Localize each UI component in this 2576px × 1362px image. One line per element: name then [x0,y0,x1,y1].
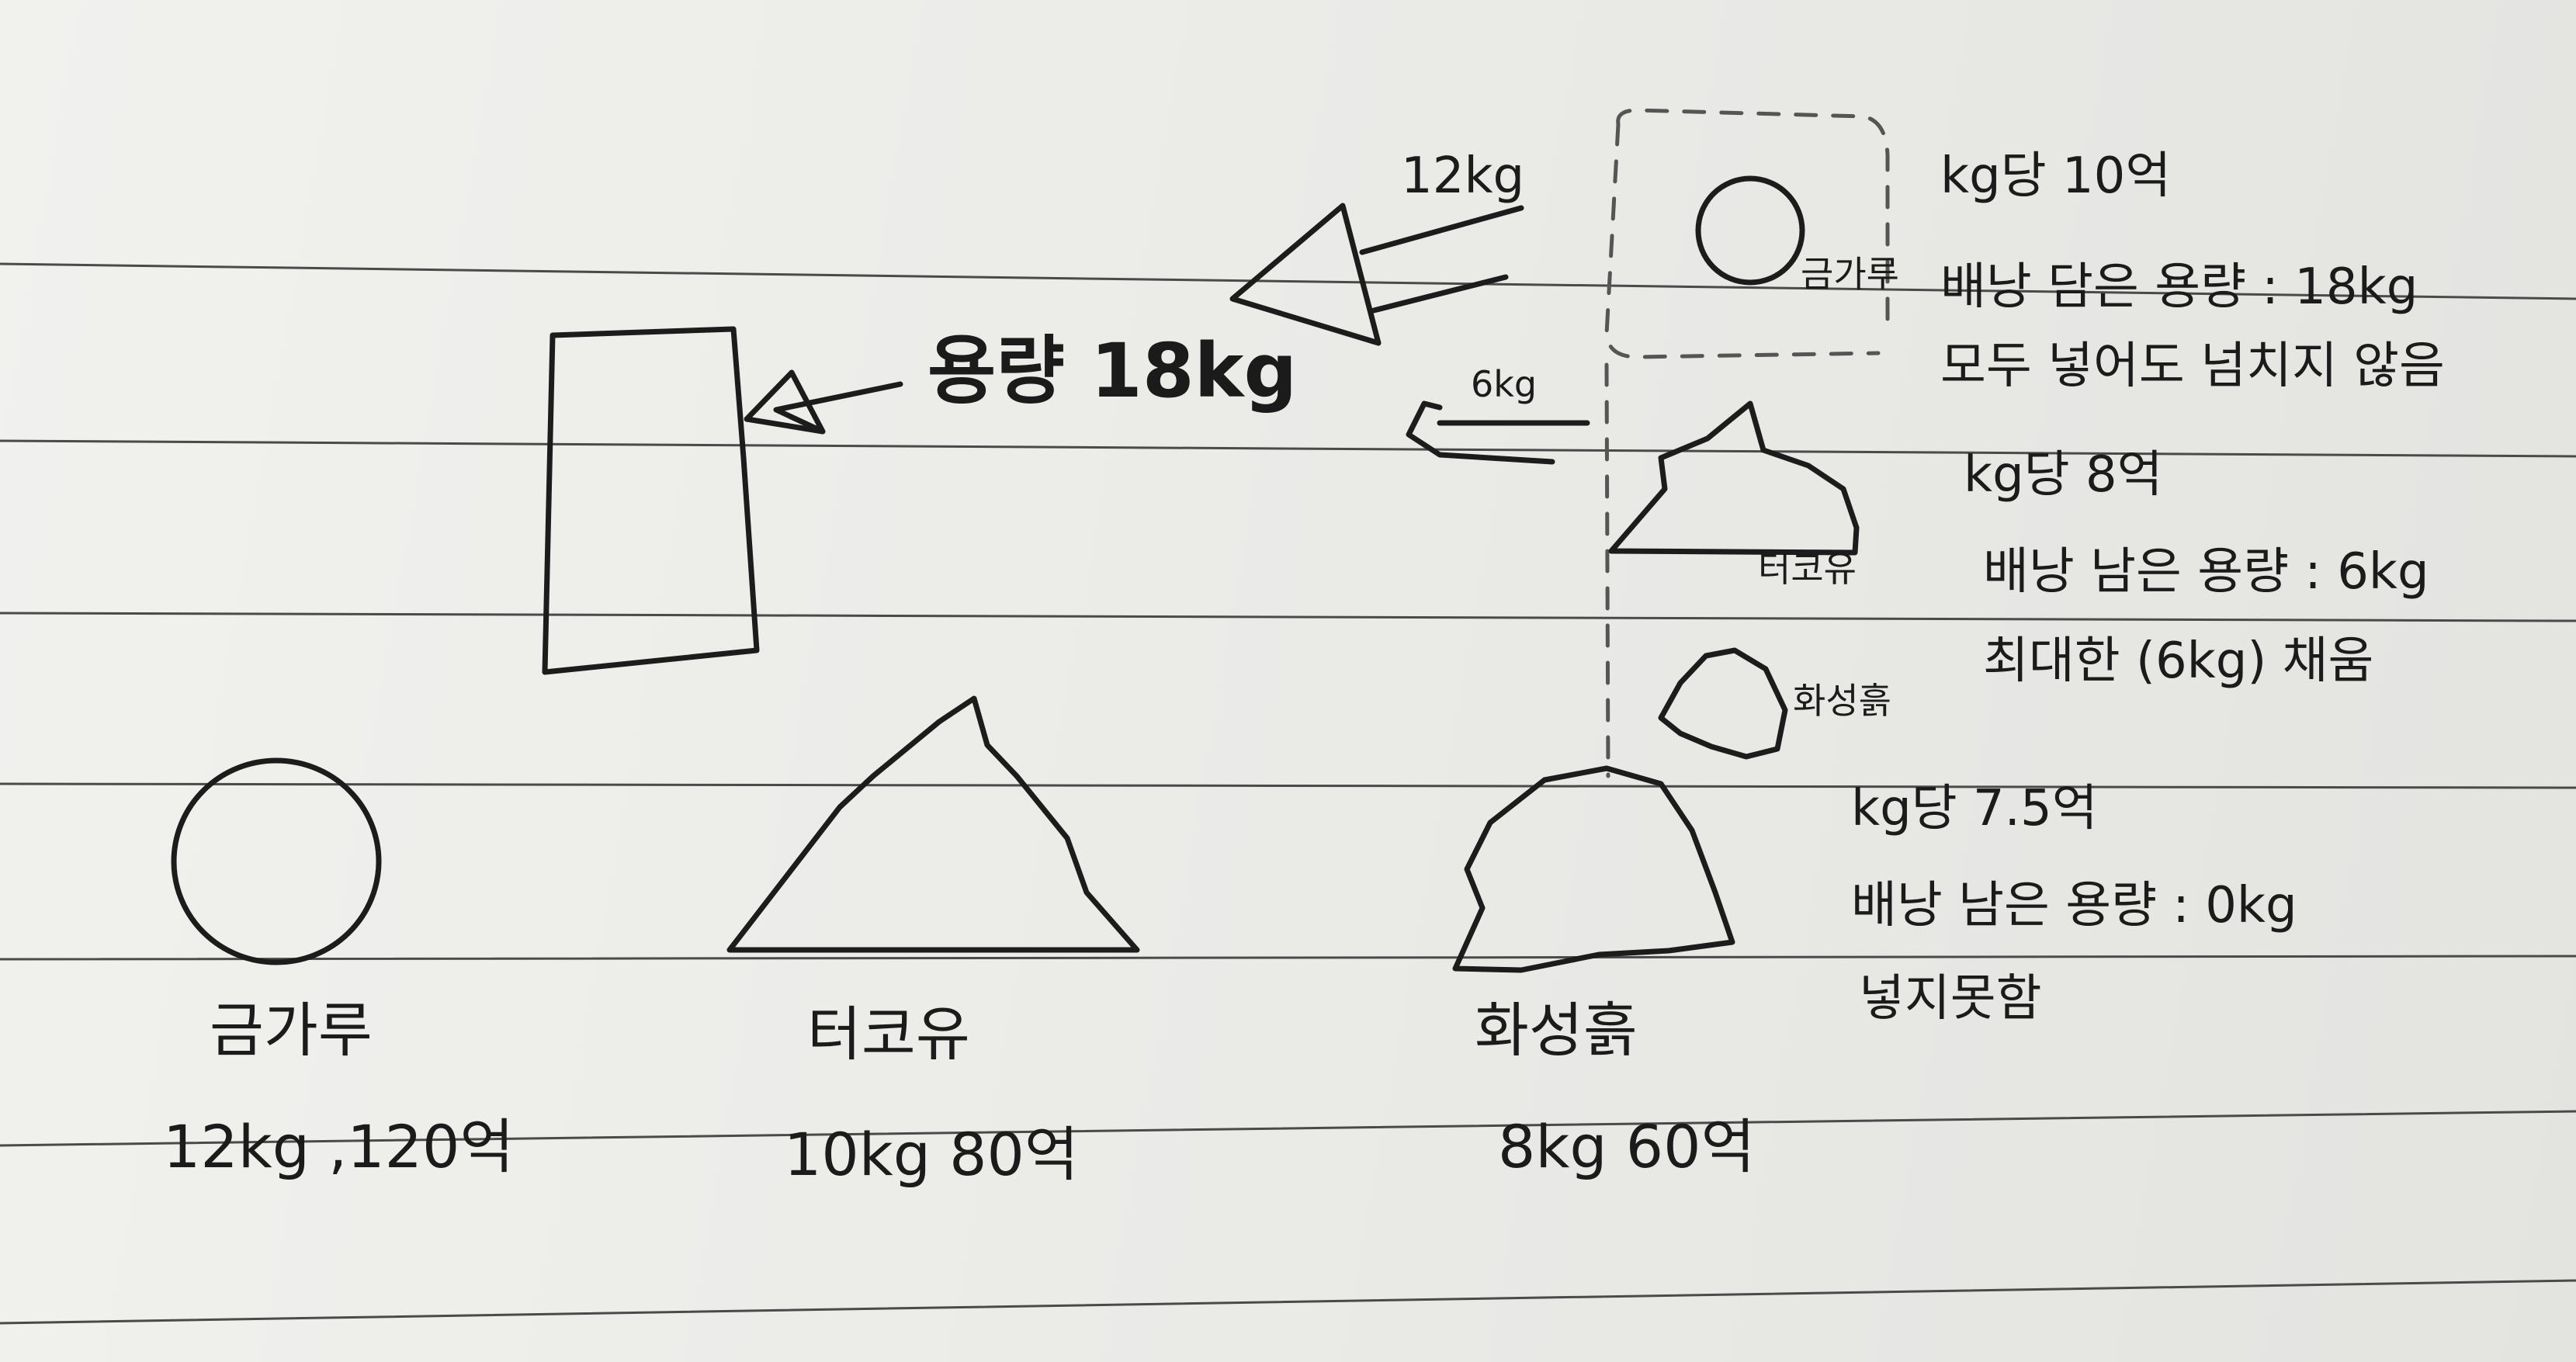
ruled-line [0,1279,2576,1325]
turquoise-arrow [1406,400,1590,465]
turquoise-weight-label: 6kg [1471,363,1538,405]
ruled-line [0,782,2576,789]
inset-gold-circle [1695,175,1805,286]
gold-note-3: 모두 넣어도 넘치지 않음 [1940,338,2445,395]
gold-dust-circle [171,757,382,965]
inset-dashed-box [1604,108,1890,778]
capacity-arrow [744,369,903,435]
mars-note-1: kg당 7.5억 [1851,780,2098,837]
gold-weight-label: 12kg [1401,147,1525,205]
gold-dust-name: 금가루 [210,996,373,1065]
turquoise-shape [726,695,1140,953]
gold-note-2: 배낭 담은 용량 : 18kg [1940,258,2418,316]
turquoise-note-3: 최대한 (6kg) 채움 [1983,632,2374,690]
gold-dust-spec: 12kg ,120억 [163,1112,515,1181]
ruled-line [0,439,2576,458]
inset-mars-label: 화성흙 [1793,680,1891,722]
inset-turquoise-label: 터코유 [1758,548,1857,590]
inset-turquoise-shape [1608,400,1860,556]
ruled-line [0,955,2576,961]
gold-note-1: kg당 10억 [1940,147,2172,205]
mars-soil-spec: 8kg 60억 [1498,1112,1756,1181]
turquoise-spec: 10kg 80억 [784,1120,1079,1189]
mars-note-3: 넣지못함 [1859,970,2042,1028]
inset-gold-label: 금가루 [1801,253,1899,295]
capacity-label: 용량 18kg [927,328,1298,414]
ruled-line [0,1110,2576,1147]
ruled-line [0,612,2576,622]
turquoise-note-1: kg당 8억 [1964,446,2163,504]
turquoise-note-2: 배낭 남은 용량 : 6kg [1983,543,2429,601]
knapsack-shape [542,326,760,675]
turquoise-name: 터코유 [807,1000,970,1069]
gold-arrow [1229,203,1524,346]
ruled-line [0,262,2576,300]
mars-soil-name: 화성흙 [1475,996,1638,1065]
mars-soil-shape [1452,765,1735,973]
inset-mars-shape [1658,647,1788,760]
mars-note-2: 배낭 남은 용량 : 0kg [1851,877,2297,934]
